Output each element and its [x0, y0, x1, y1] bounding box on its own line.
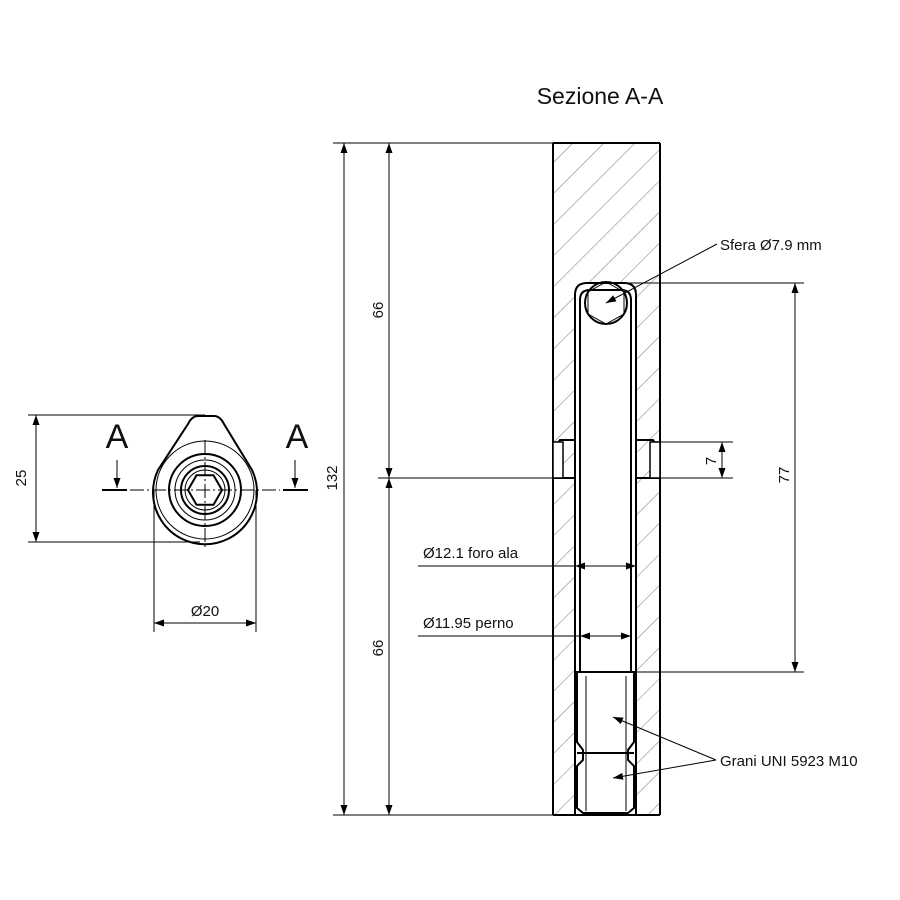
- leader-sfera: [605, 243, 718, 304]
- top-view: A A 25 Ø20: [13, 414, 309, 632]
- note-perno: Ø11.95 perno: [423, 615, 514, 632]
- section-letter-right: A: [286, 418, 309, 456]
- section-title: Sezione A-A: [537, 83, 664, 109]
- dim-66-bottom: 66: [370, 640, 387, 657]
- note-sfera: Sfera Ø7.9 mm: [720, 237, 822, 254]
- note-grani: Grani UNI 5923 M10: [720, 753, 858, 770]
- teardrop-outline: [152, 415, 258, 546]
- section-letter-left: A: [106, 418, 129, 456]
- dim-25: 25: [13, 470, 30, 487]
- grani-core: [586, 676, 626, 811]
- dim-7: 7: [703, 457, 720, 465]
- dim-77: 77: [776, 467, 793, 484]
- dim-132: 132: [324, 465, 341, 490]
- section-view: 132 66 66 7 77 Ø12.1 foro ala Ø11.95 per…: [324, 142, 858, 816]
- dim-66-top: 66: [370, 302, 387, 319]
- note-foro-ala: Ø12.1 foro ala: [423, 545, 519, 562]
- dim-20: Ø20: [191, 603, 219, 620]
- leader-grani-2: [612, 759, 717, 780]
- ring-left: [552, 441, 564, 479]
- leader-grani-1: [612, 716, 717, 761]
- ball-hex: [587, 281, 625, 325]
- ring-right: [649, 441, 661, 479]
